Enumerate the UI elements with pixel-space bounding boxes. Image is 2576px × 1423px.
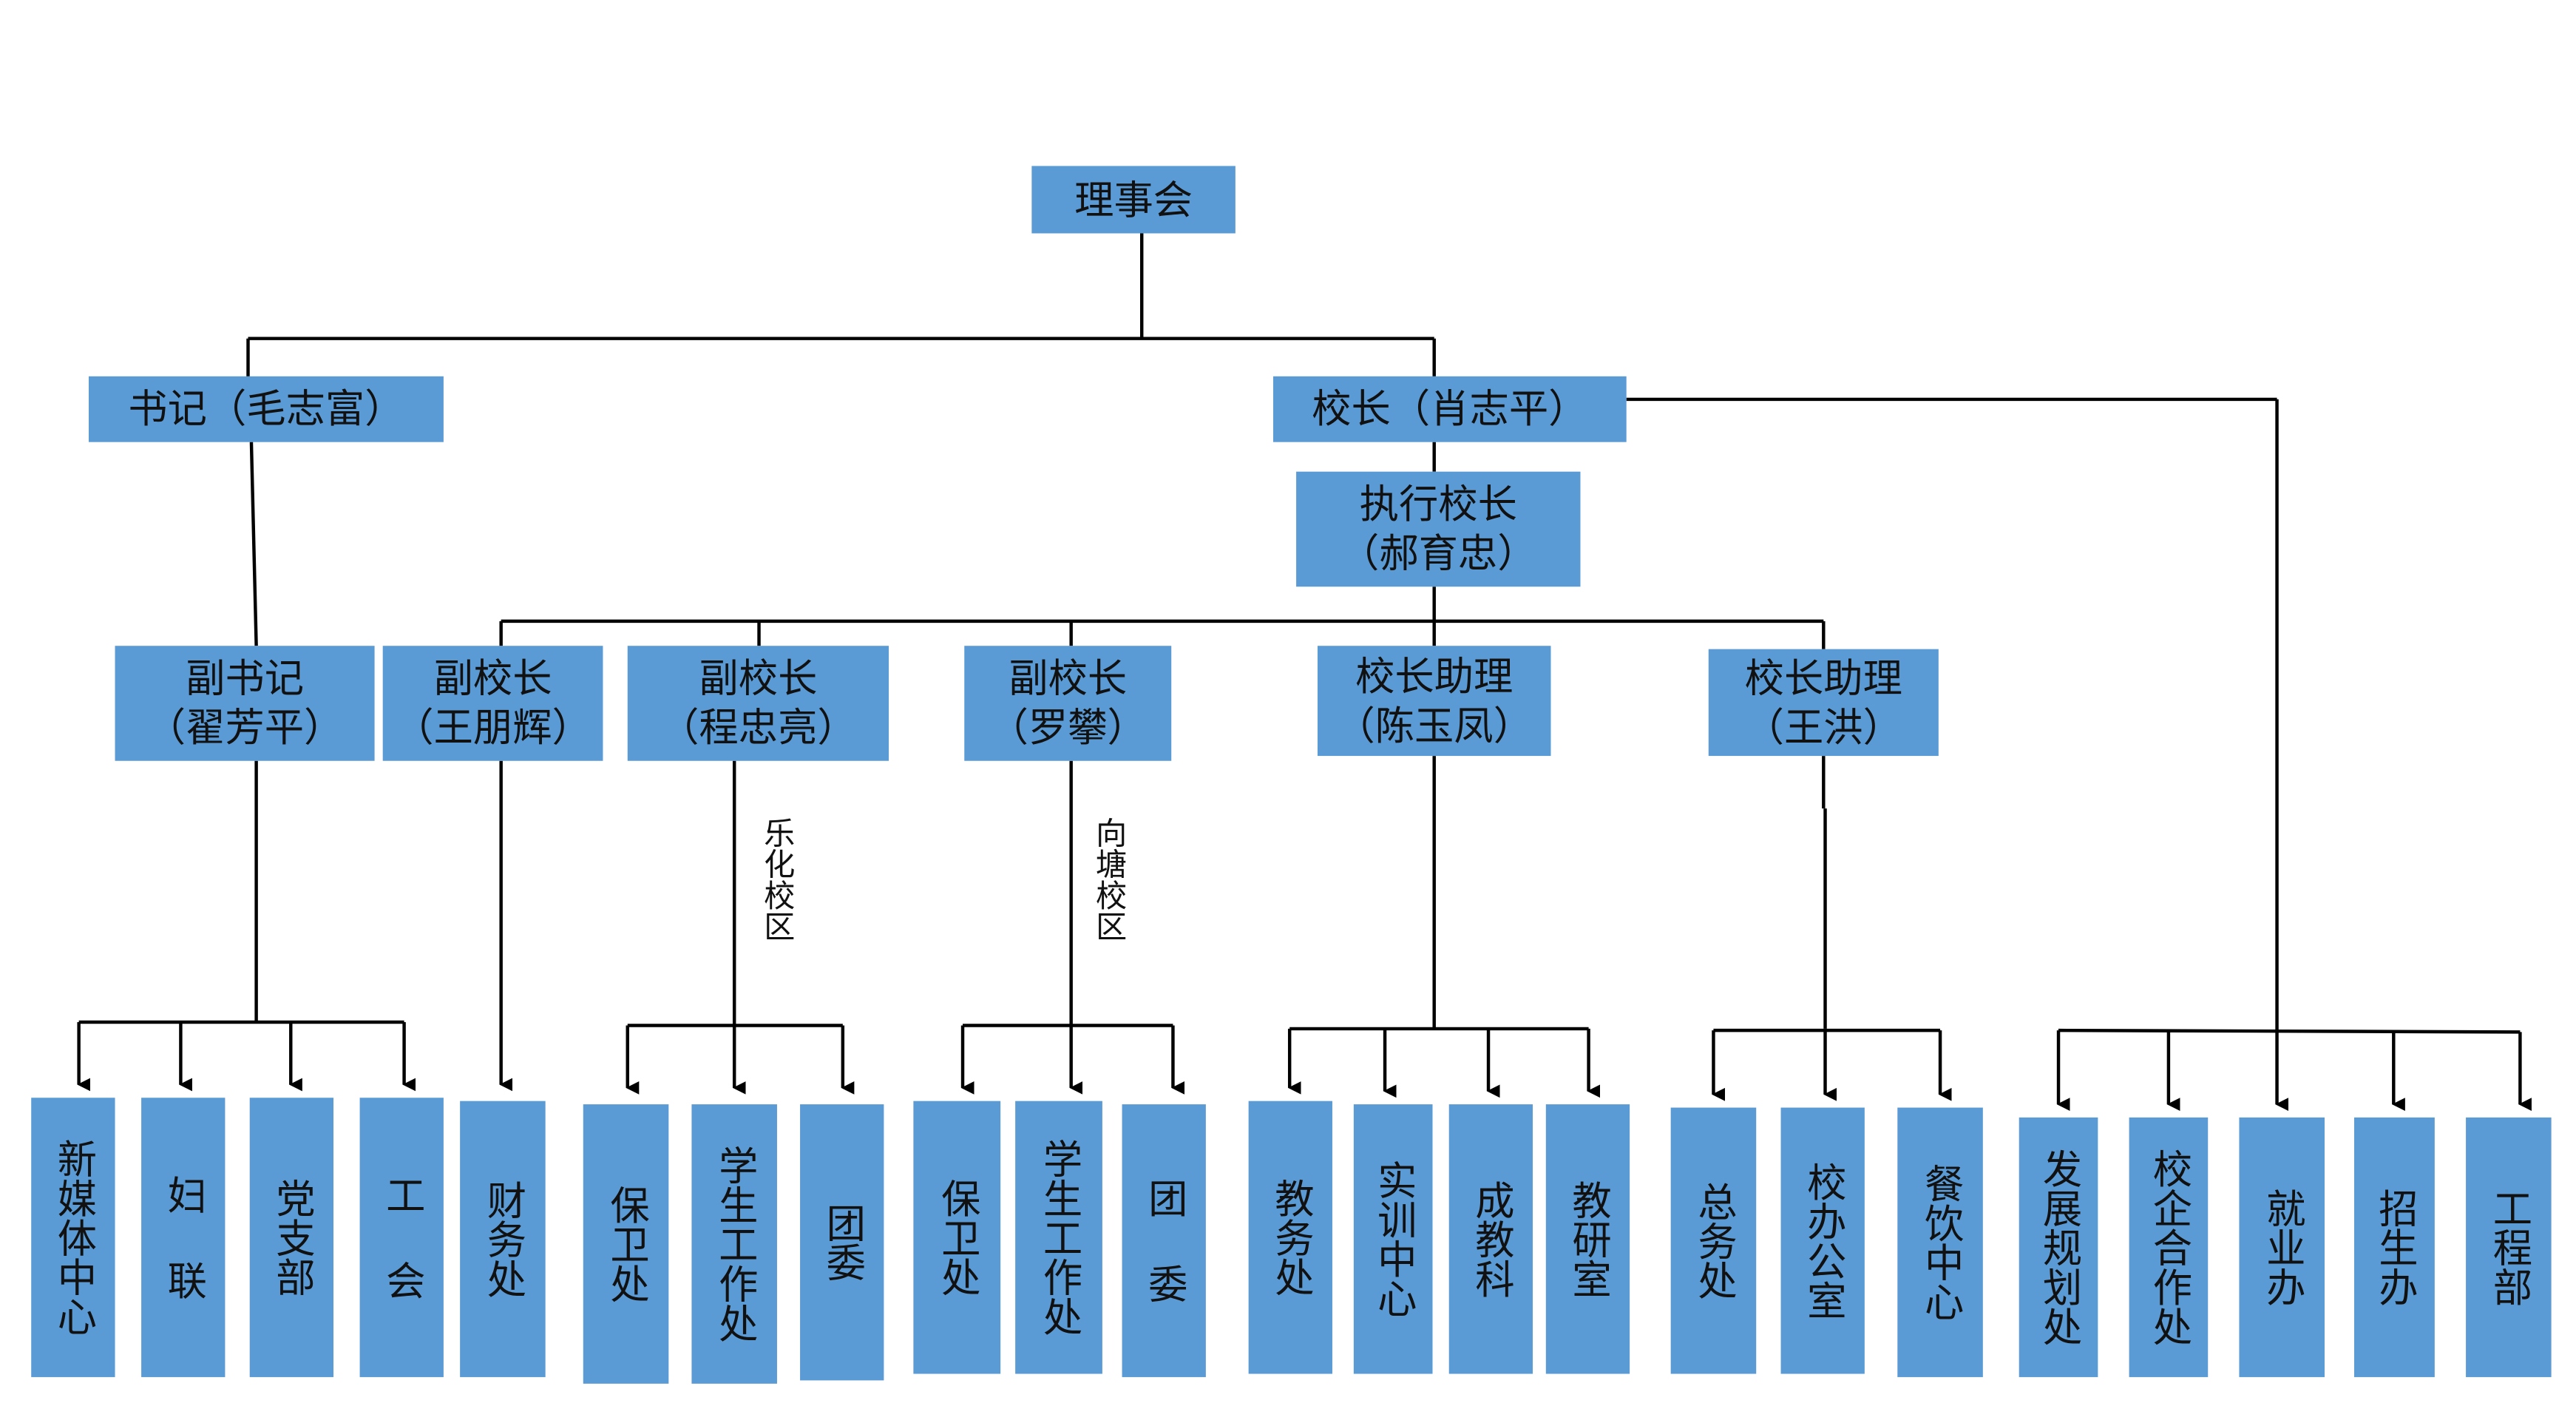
leader-name: （罗攀） [989,705,1147,751]
executive-title: 执行校长 [1359,481,1517,528]
department-box: 保卫处 [913,1101,1001,1374]
campus-label: 向塘校区 [1091,817,1128,942]
leader-box: 副校长 （程忠亮） [627,646,889,761]
department-box: 学生工作处 [691,1104,777,1384]
department-box: 教务处 [1248,1101,1332,1374]
department-label: 校企合作处 [2145,1149,2192,1346]
department-box: 招生办 [2353,1117,2435,1377]
leader-box: 副校长 （王朋辉） [382,646,603,761]
department-label: 团委 [818,1203,865,1282]
department-label: 总务处 [1690,1181,1737,1300]
department-label: 团 委 [1141,1178,1187,1303]
department-label: 工程部 [2485,1188,2532,1307]
department-box: 就业办 [2239,1117,2325,1377]
department-label: 校办公室 [1800,1161,1846,1320]
department-label: 学生工作处 [1035,1138,1082,1336]
department-label: 财务处 [479,1180,526,1299]
department-box: 团委 [800,1104,884,1381]
department-box: 工程部 [2466,1117,2552,1377]
department-label: 餐饮中心 [1916,1163,1964,1322]
department-label: 就业办 [2259,1188,2305,1307]
department-label: 工 会 [379,1174,425,1300]
department-box: 新媒体中心 [31,1098,115,1377]
leader-box: 副书记 （翟芳平） [115,646,375,761]
leader-name: （程忠亮） [660,705,857,751]
executive-principal-box: 执行校长 （郝育忠） [1296,471,1581,587]
department-label: 保卫处 [603,1184,649,1303]
leader-title: 副校长 [1009,655,1128,702]
department-label: 妇 联 [160,1174,206,1300]
leader-name: （翟芳平） [146,705,344,751]
department-box: 校企合作处 [2129,1117,2209,1377]
department-box: 校办公室 [1780,1107,1865,1374]
department-label: 党支部 [268,1178,315,1297]
department-box: 发展规划处 [2019,1117,2098,1377]
department-label: 学生工作处 [711,1145,758,1343]
leader-box: 校长助理 （陈玉凤） [1317,646,1551,757]
department-box: 财务处 [460,1101,546,1377]
department-label: 教务处 [1267,1178,1314,1297]
department-box: 妇 联 [141,1098,226,1377]
department-box: 团 委 [1122,1104,1206,1377]
department-box: 教研室 [1545,1104,1630,1374]
principal-box: 校长（肖志平） [1272,376,1627,442]
department-box: 工 会 [359,1098,444,1377]
department-box: 总务处 [1670,1107,1757,1374]
board-box: 理事会 [1031,166,1236,234]
leader-title: 副校长 [699,655,818,702]
leader-title: 校长助理 [1744,655,1902,701]
department-label: 发展规划处 [2035,1149,2082,1346]
principal-label: 校长（肖志平） [1312,386,1588,433]
department-box: 餐饮中心 [1897,1107,1983,1377]
leader-box: 校长助理 （王洪） [1708,649,1939,757]
leader-box: 副校长 （罗攀） [964,646,1172,761]
board-label: 理事会 [1074,176,1193,223]
leader-name: （陈玉凤） [1335,702,1533,749]
department-box: 学生工作处 [1015,1101,1102,1374]
executive-name: （郝育忠） [1339,530,1537,577]
leader-name: （王洪） [1744,704,1902,751]
department-box: 保卫处 [583,1104,669,1384]
leader-title: 副校长 [433,655,552,702]
department-box: 成教科 [1448,1104,1533,1374]
secretary-box: 书记（毛志富） [88,376,444,442]
department-label: 实训中心 [1370,1160,1417,1318]
department-label: 成教科 [1468,1180,1514,1299]
department-label: 保卫处 [934,1178,980,1297]
department-label: 招生办 [2371,1188,2418,1307]
leader-title: 副书记 [186,655,305,702]
department-label: 教研室 [1565,1180,1611,1299]
leader-name: （王朋辉） [394,705,592,751]
department-label: 新媒体中心 [50,1138,96,1336]
department-box: 党支部 [249,1098,334,1377]
secretary-label: 书记（毛志富） [128,386,404,433]
campus-label: 乐化校区 [759,817,796,942]
department-box: 实训中心 [1353,1104,1433,1374]
leader-title: 校长助理 [1355,653,1514,700]
